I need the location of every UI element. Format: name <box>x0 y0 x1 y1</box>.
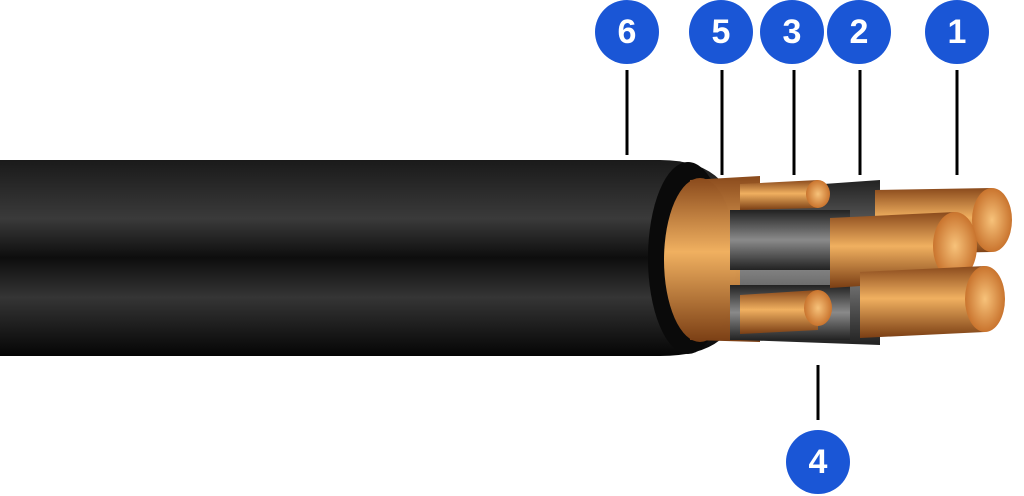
callout-5-copper-screen: 5 <box>689 0 753 64</box>
callout-4-filler: 4 <box>786 430 850 494</box>
callout-2-insulation: 2 <box>827 0 891 64</box>
callout-3-small-conductor: 3 <box>760 0 824 64</box>
leader-lines <box>625 70 959 420</box>
main-conductors <box>830 188 1012 338</box>
callout-1-conductor: 1 <box>925 0 989 64</box>
small-conductors <box>740 180 832 334</box>
outer-sheath <box>0 160 728 356</box>
callout-6-outer-sheath: 6 <box>595 0 659 64</box>
